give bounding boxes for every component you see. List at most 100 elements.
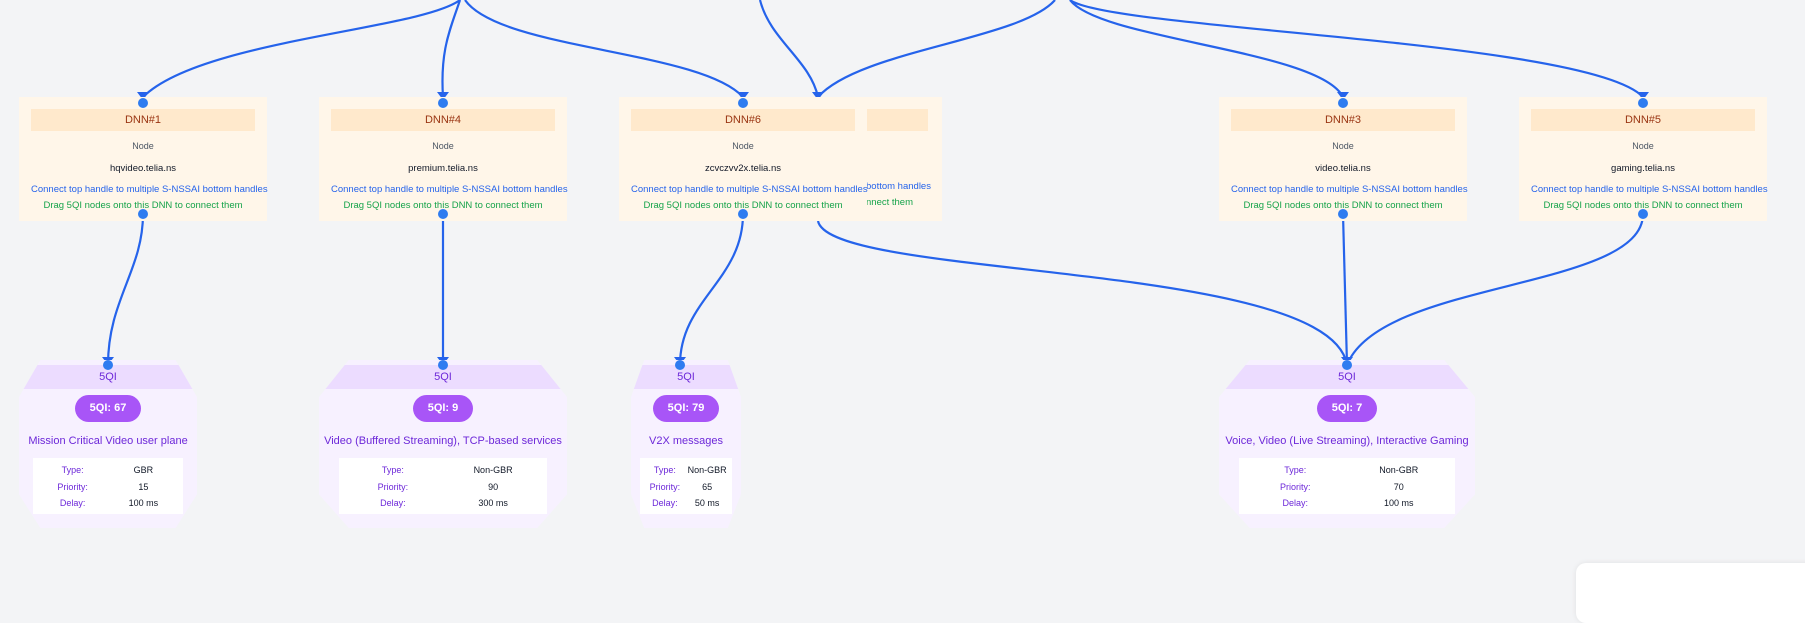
dnn-node[interactable]: DNN#4 Node premium.telia.ns Connect top … [319,97,568,221]
qi-delay-label: Delay: [1282,498,1308,508]
qi-details: Type: Non-GBR Priority: 90 Delay: 300 ms [338,458,548,514]
qi-delay-value: 100 ms [1384,498,1414,508]
edge-dnn6-qi79 [678,213,745,366]
qi-badge: 5QI: 67 [74,395,142,422]
edge-dnn3-qi7 [1341,213,1349,366]
qi-type-value: Non-GBR [473,465,513,475]
qi-node[interactable]: 5QI 5QI: 79 V2X messages Type: Non-GBR Pr… [631,360,741,528]
dnn-source-handle[interactable] [1638,209,1648,219]
qi-description: Video (Buffered Streaming), TCP-based se… [324,435,562,447]
edge-dnn6-qi7 [816,220,1349,366]
dnn-node-hint-drag: Drag 5QI nodes onto this DNN to connect … [1543,200,1743,211]
qi-target-handle[interactable] [675,360,685,370]
qi-priority-label: Priority: [377,481,409,492]
qi-delay-value: 300 ms [478,498,508,508]
dnn-node[interactable]: DNN#5 Node gaming.telia.ns Connect top h… [1519,97,1768,221]
dnn-node-hint-drag: Drag 5QI nodes onto this DNN to connect … [1243,200,1443,211]
dnn-source-handle[interactable] [438,209,448,219]
qi-badge: 5QI: 7 [1316,395,1378,422]
dnn-target-handle[interactable] [138,98,148,108]
qi-type-label: Type: [381,465,404,475]
qi-node[interactable]: 5QI 5QI: 7 Voice, Video (Live Streaming)… [1219,360,1475,528]
qi-badge: 5QI: 9 [412,395,474,422]
dnn-source-handle[interactable] [138,209,148,219]
dnn-target-handle[interactable] [1638,98,1648,108]
qi-description: Mission Critical Video user plane [28,435,188,447]
dnn-node-hint-connect: Connect top handle to multiple S-NSSAI b… [31,184,268,195]
edge-top-dnn3 [1069,0,1344,98]
qi-priority-value: 70 [1393,481,1404,492]
qi-target-handle[interactable] [1342,360,1352,370]
edge-dnn1-qi67 [106,213,145,366]
dnn-node-title: DNN#1 [31,109,255,131]
dnn-node-hint-connect: Connect top handle to multiple S-NSSAI b… [331,184,568,195]
dnn-node-type: Node [1632,141,1654,151]
qi-delay-value: 50 ms [694,498,720,508]
edge-top-ghost [817,0,1056,98]
dnn-node-hint-connect: Connect top handle to multiple S-NSSAI b… [1531,184,1768,195]
qi-type-value: Non-GBR [1379,465,1419,475]
dnn-node-hint-drag: Drag 5QI nodes onto this DNN to connect … [643,200,843,211]
dnn-node-type: Node [432,141,454,151]
dnn-node-hidden-title [866,109,928,131]
qi-details: Type: Non-GBR Priority: 70 Delay: 100 ms [1239,458,1455,514]
qi-type-label: Type: [1284,465,1307,475]
minimap-panel[interactable] [1576,563,1805,623]
edge-top-dnn5 [1069,0,1644,98]
edges-layer [102,0,1649,366]
qi-node[interactable]: 5QI 5QI: 67 Mission Critical Video user … [19,360,197,528]
qi-type-label: Type: [653,465,676,475]
edge-top-dnn1 [142,0,461,98]
dnn-node-title: DNN#6 [631,109,855,131]
qi-type-value: GBR [133,465,154,475]
dnn-target-handle[interactable] [1338,98,1348,108]
qi-priority-label: Priority: [57,481,88,492]
edge-top-dnn6 [464,0,744,98]
dnn-node-hint-drag: Drag 5QI nodes onto this DNN to connect … [43,200,243,211]
qi-type-label: Type: [61,465,84,475]
dnn-node-name: zcvczvv2x.telia.ns [704,163,782,174]
dnn-node-hint-connect: Connect top handle to multiple S-NSSAI b… [631,184,868,195]
dnn-node-name: gaming.telia.ns [1611,163,1675,174]
dnn-node-title: DNN#3 [1231,109,1455,131]
dnn-node-type: Node [1332,141,1354,151]
qi-type-value: Non-GBR [687,465,727,475]
qi-description: Voice, Video (Live Streaming), Interacti… [1225,435,1469,447]
qi-delay-value: 100 ms [128,498,159,508]
dnn-source-handle[interactable] [1338,209,1348,219]
dnn-node-name: hqvideo.telia.ns [109,163,177,174]
qi-delay-label: Delay: [652,498,678,508]
dnn-node-type: Node [132,141,154,151]
dnn-node-title: DNN#5 [1531,109,1755,131]
qi-priority-value: 65 [702,481,713,492]
dnn-node-hidden-hint-drag: nnect them [866,197,913,208]
dnn-node-hidden-hint-connect: bottom handles [866,181,931,192]
qi-description: V2X messages [649,435,723,447]
dnn-target-handle[interactable] [738,98,748,108]
dnn-target-handle[interactable] [438,98,448,108]
edge-top-dnn4 [441,0,462,98]
dnn-node-hint-connect: Connect top handle to multiple S-NSSAI b… [1231,184,1468,195]
qi-details: Type:GBR Priority:15 Delay:100 ms [33,458,183,514]
dnn-node-name: premium.telia.ns [408,163,478,174]
qi-node-title: 5QI [19,365,197,389]
qi-badge: 5QI: 79 [652,395,720,422]
qi-priority-value: 90 [488,481,499,492]
qi-node-title: 5QI [631,365,741,389]
qi-target-handle[interactable] [438,360,448,370]
qi-target-handle[interactable] [103,360,113,370]
qi-node[interactable]: 5QI 5QI: 9 Video (Buffered Streaming), T… [319,360,567,528]
dnn-node[interactable]: DNN#3 Node video.telia.ns Connect top ha… [1219,97,1468,221]
qi-priority-label: Priority: [649,481,681,492]
qi-delay-label: Delay: [380,498,406,508]
dnn-node-hint-drag: Drag 5QI nodes onto this DNN to connect … [343,200,543,211]
dnn-node-type: Node [732,141,754,151]
dnn-source-handle[interactable] [738,209,748,219]
dnn-node-title: DNN#4 [331,109,555,131]
edge-top-dnn6-b [758,0,820,98]
qi-delay-label: Delay: [59,498,86,508]
dnn-node[interactable]: DNN#1 Node hqvideo.telia.ns Connect top … [19,97,268,221]
qi-priority-label: Priority: [1279,481,1311,492]
dnn-node[interactable]: DNN#6 Node zcvczvv2x.telia.ns Connect to… [619,97,868,221]
